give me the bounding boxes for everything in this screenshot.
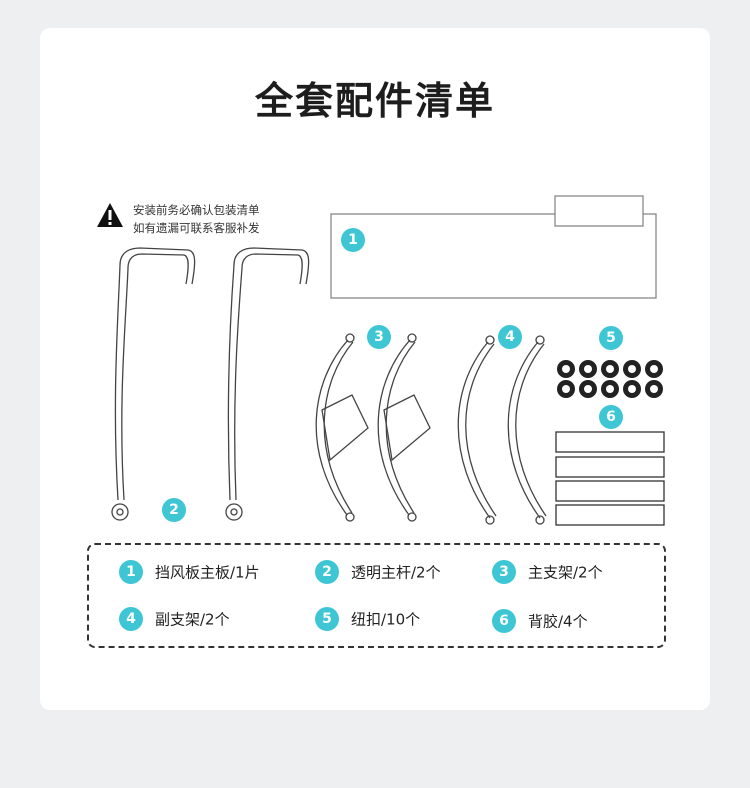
adhesive-strips bbox=[555, 431, 665, 526]
warning-triangle-icon bbox=[97, 203, 123, 227]
buttons bbox=[557, 360, 663, 398]
warning-line-1: 安装前务必确认包装清单 bbox=[133, 203, 260, 217]
sub-bracket-right bbox=[507, 335, 547, 525]
badge-part-5: 5 bbox=[599, 326, 623, 350]
sub-bracket-left bbox=[457, 335, 497, 525]
transparent-pole-left bbox=[111, 247, 196, 521]
badge-part-1: 1 bbox=[341, 228, 365, 252]
parts-legend bbox=[87, 543, 666, 648]
badge-part-2: 2 bbox=[162, 498, 186, 522]
legend-badge-6: 6 bbox=[492, 609, 516, 633]
legend-label-1: 挡风板主板/1片 bbox=[155, 563, 260, 582]
legend-label-6: 背胶/4个 bbox=[528, 612, 588, 631]
legend-item-6: 6 背胶/4个 bbox=[492, 609, 588, 633]
legend-item-5: 5 纽扣/10个 bbox=[315, 607, 420, 631]
windshield-board bbox=[330, 195, 657, 299]
warning-text: 安装前务必确认包装清单 如有遗漏可联系客服补发 bbox=[133, 201, 260, 237]
legend-label-5: 纽扣/10个 bbox=[351, 610, 421, 629]
legend-badge-4: 4 bbox=[119, 607, 143, 631]
legend-label-3: 主支架/2个 bbox=[528, 563, 603, 582]
main-bracket-left bbox=[315, 333, 369, 522]
legend-badge-2: 2 bbox=[315, 560, 339, 584]
legend-badge-5: 5 bbox=[315, 607, 339, 631]
badge-part-4: 4 bbox=[498, 325, 522, 349]
legend-item-3: 3 主支架/2个 bbox=[492, 560, 603, 584]
legend-item-4: 4 副支架/2个 bbox=[119, 607, 230, 631]
badge-part-3: 3 bbox=[367, 325, 391, 349]
card bbox=[40, 28, 710, 710]
badge-part-6: 6 bbox=[599, 405, 623, 429]
legend-label-2: 透明主杆/2个 bbox=[351, 563, 441, 582]
warning-line-2: 如有遗漏可联系客服补发 bbox=[133, 221, 260, 235]
legend-badge-1: 1 bbox=[119, 560, 143, 584]
transparent-pole-right bbox=[225, 247, 310, 521]
main-bracket-right bbox=[377, 333, 431, 522]
legend-item-2: 2 透明主杆/2个 bbox=[315, 560, 441, 584]
legend-item-1: 1 挡风板主板/1片 bbox=[119, 560, 260, 584]
legend-label-4: 副支架/2个 bbox=[155, 610, 230, 629]
legend-badge-3: 3 bbox=[492, 560, 516, 584]
page-title: 全套配件清单 bbox=[254, 79, 495, 123]
